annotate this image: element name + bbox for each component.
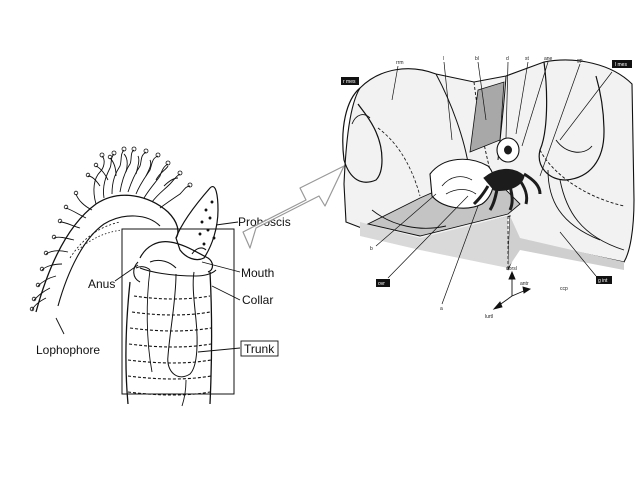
axis-label-down: lurtl (485, 314, 493, 320)
tag-box-bottom-left (376, 279, 390, 287)
leader-lines (55, 221, 241, 353)
label-collar: Collar (242, 293, 273, 307)
axis-label-up: dorsl (506, 266, 517, 272)
zooid-illustration (29, 146, 241, 407)
tag-box-bottom-right (596, 276, 612, 284)
right-front-face (508, 216, 624, 270)
label-a: a (440, 306, 443, 312)
label-st: st (525, 56, 530, 62)
label-ovr: ovr (378, 281, 385, 287)
label-r-mes: r mes (343, 79, 356, 85)
left-flap (342, 87, 383, 183)
label-g-int: g int (598, 278, 608, 284)
mesentery-wedge (469, 81, 505, 153)
front-face (360, 216, 508, 268)
label-lophophore: Lophophore (36, 343, 100, 357)
label-ane: ane (544, 56, 553, 62)
right-leader-lines (375, 61, 613, 305)
collar-head (133, 241, 217, 283)
hollow-arrow-icon (242, 165, 345, 249)
axis-label-right: antr (520, 281, 529, 287)
label-l-mes: l mes (615, 62, 627, 68)
anus-opening (135, 266, 151, 271)
tag-box-top-right (612, 60, 632, 68)
tentacle-tips (29, 146, 193, 312)
dark-tentacle-cluster (472, 168, 542, 211)
section-illustration (342, 59, 635, 310)
label-ccp: ccp (560, 286, 568, 292)
label-bl: bl (475, 56, 479, 62)
label-trunk: Trunk (244, 342, 275, 356)
trunk-label-box (240, 340, 279, 357)
label-anus: Anus (88, 277, 115, 291)
focus-rectangle (121, 228, 235, 395)
label-l: l (443, 56, 444, 62)
trunk-body (125, 269, 213, 407)
central-pouch (429, 158, 495, 209)
proboscis-shape (175, 186, 219, 261)
label-rrm: rrm (396, 60, 404, 66)
label-b: b (370, 246, 373, 252)
right-fold (538, 61, 605, 181)
tag-box-top-left (341, 77, 359, 85)
label-d: d (506, 56, 509, 62)
lophophore-arm (35, 194, 179, 313)
label-mouth: Mouth (241, 266, 274, 280)
orientation-axes (492, 270, 532, 310)
label-gp: gp (577, 58, 583, 64)
